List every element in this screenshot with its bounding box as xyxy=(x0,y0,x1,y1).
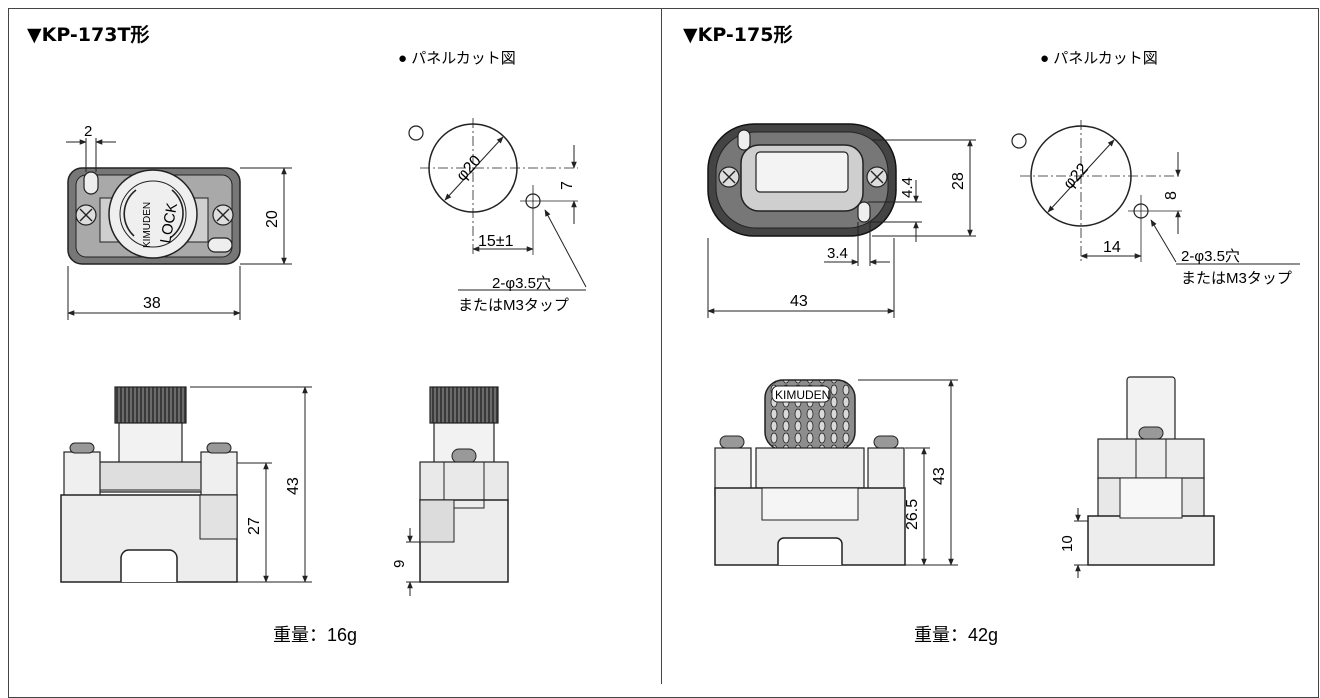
kp175-dim-3-4: 3.4 xyxy=(827,245,848,262)
kp173t-dim-2: 2 xyxy=(84,123,92,140)
kp173t-hole-note-2: またはM3タップ xyxy=(458,297,569,314)
kp173t-hole-note-1: 2-φ3.5穴 xyxy=(492,275,551,292)
kp173t-knob-brand: KIMUDEN xyxy=(142,202,153,248)
kp173t-dim-43: 43 xyxy=(285,477,302,495)
kp175-dim-10: 10 xyxy=(1059,535,1076,552)
kp175-hole-note-2: またはM3タップ xyxy=(1181,270,1292,287)
kp173t-front-dims xyxy=(190,386,312,583)
kp173t-top-dims xyxy=(66,138,292,320)
kp173t-front-view xyxy=(60,386,238,583)
kp173t-dim-15: 15±1 xyxy=(478,233,514,250)
kp175-dim-8: 8 xyxy=(1163,191,1180,200)
kp175-hole-note-1: 2-φ3.5穴 xyxy=(1181,248,1240,265)
drawing-sheet: ▼KP-173T形 ● パネルカット図 KIMUDEN LOCK xyxy=(8,8,1319,698)
kp175-title: ▼KP-175形 xyxy=(683,24,792,46)
kp175-dim-4-4: 4.4 xyxy=(899,177,916,198)
kp175-front-dims xyxy=(858,379,958,566)
kp173t-side-dims xyxy=(406,528,420,596)
kp175-panel-cut xyxy=(1011,120,1300,265)
kp175-top-dims xyxy=(707,139,976,318)
kp175-dim-phi22: φ22 xyxy=(1060,160,1092,192)
kp175-top-view xyxy=(707,123,897,237)
kp175-dim-43-height: 43 xyxy=(931,467,948,485)
kp175-side-dims xyxy=(1074,508,1088,578)
kp175-dim-14: 14 xyxy=(1103,239,1121,256)
kp173t-weight: 重量：16g xyxy=(273,625,357,645)
kp173t-dim-38: 38 xyxy=(143,295,161,312)
kp173t-knob-lock: LOCK xyxy=(157,202,181,245)
kp175-weight: 重量：42g xyxy=(914,625,998,645)
kp175-panel-cut-title: ● パネルカット図 xyxy=(1040,50,1158,67)
kp173t-top-view: KIMUDEN LOCK xyxy=(67,167,241,265)
kp173t-panel-cut xyxy=(408,118,587,291)
kp175-dim-43-width: 43 xyxy=(790,293,808,310)
kp173t-panel-cut-title: ● パネルカット図 xyxy=(398,50,516,67)
kp175-front-view: KIMUDEN xyxy=(714,379,906,566)
kp173t-side-view xyxy=(419,386,509,583)
kp173t-dim-9: 9 xyxy=(391,560,408,568)
kp175-brand: KIMUDEN xyxy=(775,388,830,402)
kp173t-dim-27: 27 xyxy=(246,517,263,535)
kp173t-title: ▼KP-173T形 xyxy=(27,24,149,46)
kp175-panel: ▼KP-175形 ● パネルカット図 xyxy=(683,24,1300,645)
technical-drawing: ▼KP-173T形 ● パネルカット図 KIMUDEN LOCK xyxy=(27,24,1300,645)
kp173t-dim-7: 7 xyxy=(559,181,576,190)
kp173t-dim-phi20: φ20 xyxy=(453,152,485,184)
kp173t-dim-20: 20 xyxy=(264,210,281,228)
kp175-side-view xyxy=(1087,376,1215,566)
kp173t-panel: ▼KP-173T形 ● パネルカット図 KIMUDEN LOCK xyxy=(27,24,587,645)
sheet-divider xyxy=(661,8,662,684)
kp175-dim-28: 28 xyxy=(950,172,967,190)
kp175-dim-26-5: 26.5 xyxy=(904,499,921,530)
